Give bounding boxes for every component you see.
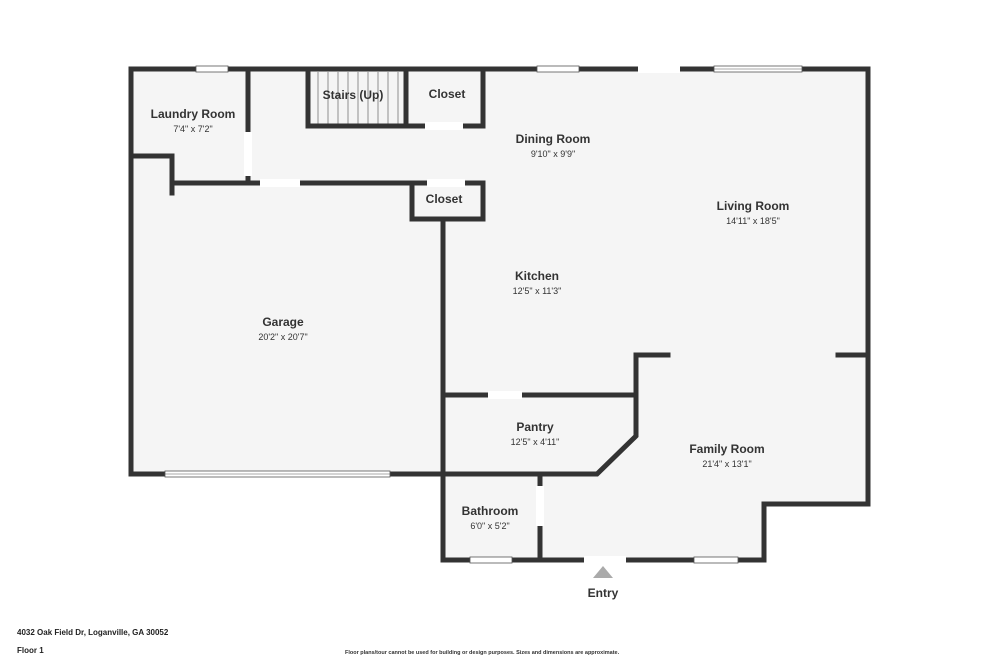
- room-name-garage: Garage: [262, 315, 304, 329]
- room-name-closet-top: Closet: [429, 87, 466, 101]
- entry-label: Entry: [588, 586, 619, 600]
- address-text: 4032 Oak Field Dr, Loganville, GA 30052: [17, 628, 169, 637]
- room-name-kitchen: Kitchen: [515, 269, 559, 283]
- floor-label: Floor 1: [17, 646, 44, 655]
- room-dim-garage: 20'2" x 20'7": [258, 332, 307, 342]
- room-name-bathroom: Bathroom: [462, 504, 519, 518]
- room-dim-laundry: 7'4" x 7'2": [173, 124, 212, 134]
- door-openings: [244, 66, 680, 564]
- room-dim-family: 21'4" x 13'1": [702, 459, 751, 469]
- room-dim-kitchen: 12'5" x 11'3": [513, 286, 562, 296]
- disclaimer-text: Floor plans/tour cannot be used for buil…: [345, 650, 620, 656]
- room-name-living: Living Room: [717, 199, 790, 213]
- entry-arrow-icon: [593, 566, 613, 578]
- room-dim-living: 14'11" x 18'5": [726, 216, 780, 226]
- room-name-dining: Dining Room: [516, 132, 591, 146]
- room-dim-bathroom: 6'0" x 5'2": [470, 521, 509, 531]
- room-name-laundry: Laundry Room: [151, 107, 236, 121]
- room-name-pantry: Pantry: [516, 420, 554, 434]
- room-name-closet-mid: Closet: [426, 192, 463, 206]
- stairs-treads: [317, 72, 399, 124]
- room-name-family: Family Room: [689, 442, 764, 456]
- floor-fill: [131, 69, 868, 560]
- windows: [164, 65, 803, 564]
- room-dim-dining: 9'10" x 9'9": [531, 149, 575, 159]
- room-dim-pantry: 12'5" x 4'11": [511, 437, 560, 447]
- room-name-stairs: Stairs (Up): [323, 88, 384, 102]
